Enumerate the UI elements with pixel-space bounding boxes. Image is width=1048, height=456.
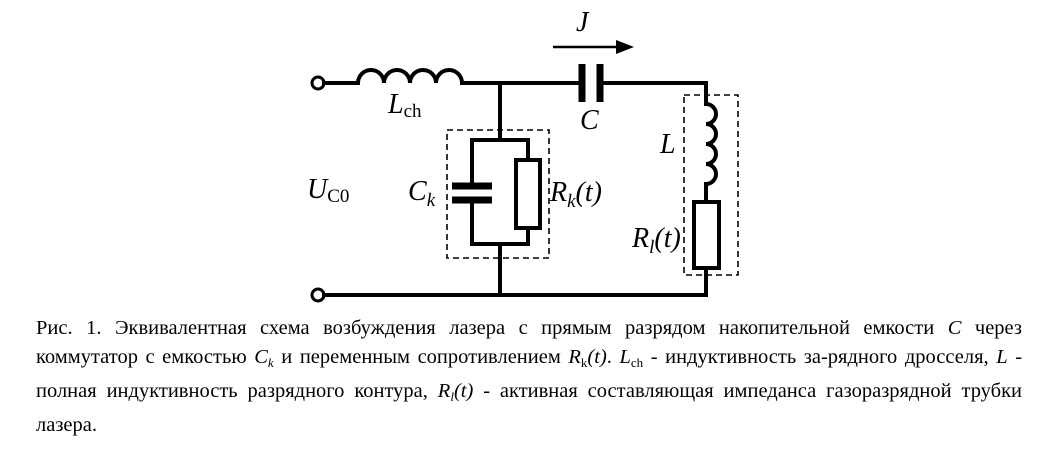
- label-storage-capacitor: C: [580, 105, 599, 136]
- label-source-voltage: UC0: [307, 174, 349, 207]
- figure-caption: Рис. 1. Эквивалентная схема возбуждения …: [36, 317, 1023, 436]
- label-tube-resistor: Rl(t): [631, 223, 681, 258]
- laser-tube-box: [683, 94, 739, 276]
- label-switch-capacitor: Ck: [408, 176, 436, 211]
- current-arrowhead: [616, 40, 634, 54]
- switch-resistor: [514, 158, 542, 230]
- commutator-box: [446, 129, 550, 259]
- circuit-inductor: [705, 102, 718, 186]
- label-choke-inductor: Lch: [387, 89, 422, 122]
- tube-resistor: [692, 200, 721, 270]
- label-circuit-inductance: L: [659, 129, 676, 160]
- label-current-J: J: [576, 7, 590, 38]
- choke-inductor: [356, 68, 464, 84]
- label-switch-resistor: Rk(t): [549, 177, 602, 212]
